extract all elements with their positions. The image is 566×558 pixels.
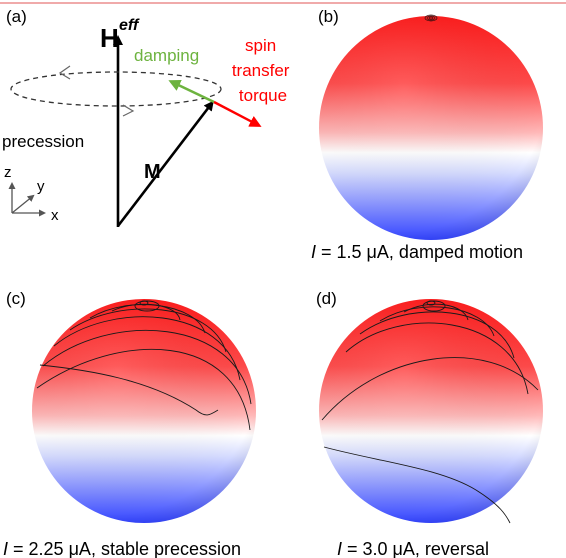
spin-torque-line-3: torque	[239, 86, 287, 105]
field-label-subscript: eff	[119, 17, 140, 34]
orbit-direction-chevron-top	[58, 65, 71, 80]
magnetization-label: M	[144, 161, 161, 183]
field-label-main: H	[100, 23, 119, 53]
panel-b-caption-var: I	[311, 242, 316, 262]
sphere-c	[32, 299, 256, 523]
sphere-b-shade	[319, 16, 543, 240]
panel-a: (a) H eff M damping spin transfer torque…	[2, 7, 294, 227]
sphere-c-shade	[32, 299, 256, 523]
panel-c-caption-var: I	[3, 539, 8, 558]
panel-d-caption: I = 3.0 μA, reversal	[337, 539, 489, 558]
sphere-d	[319, 299, 543, 524]
panel-c-tag: (c)	[6, 289, 26, 308]
x-axis-label: x	[51, 207, 59, 224]
sphere-c-trajectory	[36, 300, 252, 431]
spin-torque-label: spin transfer torque	[232, 36, 294, 105]
damping-arrow	[168, 80, 215, 104]
panel-b: (b) I = 1.5 μA, damped motion	[311, 7, 543, 262]
panel-d-caption-var: I	[337, 539, 342, 558]
panel-b-caption: I = 1.5 μA, damped motion	[311, 242, 523, 262]
spin-torque-arrow	[213, 100, 262, 127]
panel-b-tag: (b)	[318, 7, 339, 26]
sphere-d-trajectory	[321, 300, 539, 524]
magnetization-arrow	[116, 100, 214, 227]
panel-b-caption-text: = 1.5 μA, damped motion	[316, 242, 523, 262]
panel-c: (c) I = 2.25 μA, stable precession	[3, 289, 256, 558]
z-axis-label: z	[4, 164, 12, 181]
spin-torque-line-2: transfer	[232, 61, 290, 80]
precession-label: precession	[2, 132, 84, 151]
spin-torque-line-1: spin	[245, 36, 276, 55]
damping-label: damping	[134, 46, 199, 65]
panel-d-tag: (d)	[316, 289, 337, 308]
sphere-b	[319, 14, 543, 240]
panel-c-caption: I = 2.25 μA, stable precession	[3, 539, 241, 558]
sphere-b-trajectory	[424, 14, 438, 22]
y-axis	[11, 194, 35, 214]
y-axis-label: y	[37, 178, 45, 195]
panel-d: (d) I = 3.0 μA, reversal	[316, 289, 543, 558]
coordinate-axes: z y x	[4, 164, 59, 224]
panel-d-caption-text: = 3.0 μA, reversal	[342, 539, 489, 558]
orbit-direction-chevron-bottom	[122, 104, 135, 117]
field-label: H	[100, 23, 119, 53]
panel-a-tag: (a)	[6, 7, 27, 26]
panel-c-caption-text: = 2.25 μA, stable precession	[8, 539, 241, 558]
precession-orbit	[10, 71, 222, 107]
sphere-d-shade	[319, 299, 543, 523]
